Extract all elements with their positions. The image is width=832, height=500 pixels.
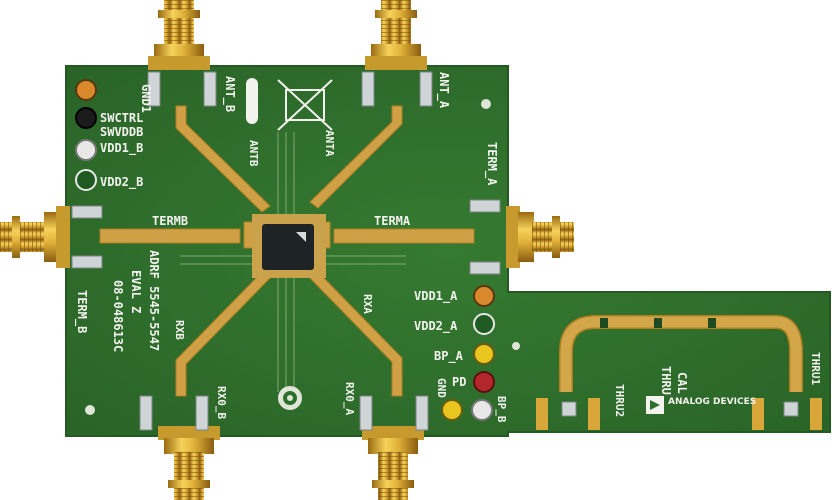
label-swctrl: SWCTRL <box>100 111 143 125</box>
label-term-a: TERM_A <box>484 142 499 186</box>
sma-connector-rx0-a <box>362 426 424 500</box>
label-antb: ANTB <box>247 140 260 167</box>
label-pd: PD <box>452 375 466 389</box>
label-thru2: THRU2 <box>613 384 626 417</box>
label-gnd1: GND1 <box>139 84 153 113</box>
label-anta: ANTA <box>323 130 336 157</box>
sma-connector-ant-b <box>148 0 210 70</box>
label-thru: THRU <box>659 366 673 395</box>
connector-tabs <box>71 71 501 431</box>
label-rxa: RXA <box>361 294 374 314</box>
control-traces <box>180 132 406 392</box>
label-vdd1-a: VDD1_A <box>414 289 458 304</box>
label-bp-a: BP_A <box>434 349 464 364</box>
label-code: 08-048613C <box>111 280 125 352</box>
label-cal: CAL <box>675 372 689 394</box>
mounting-holes <box>85 99 520 415</box>
sma-connector-rx0-b <box>158 426 220 500</box>
sma-connector-term-b <box>0 206 70 268</box>
label-rx0-b: RX0_B <box>215 386 228 419</box>
label-vdd2-a: VDD2_A <box>414 319 458 334</box>
weee-icon <box>277 79 333 131</box>
sma-connector-ant-a <box>365 0 427 70</box>
label-termb: TERMB <box>152 214 188 228</box>
test-points <box>75 79 495 421</box>
label-swvddb: SWVDDB <box>100 125 143 139</box>
label-gnd: GND <box>435 378 448 398</box>
label-thru1: THRU1 <box>809 352 822 385</box>
label-ant-a: ANT_A <box>436 72 451 109</box>
label-vdd2-b: VDD2_B <box>100 175 143 190</box>
thru-cal-pads <box>536 318 822 430</box>
label-bp-b: BP_B <box>495 396 508 423</box>
label-rxb: RXB <box>173 320 186 340</box>
label-eval: EVAL Z <box>129 270 143 313</box>
label-ant-b: ANT_B <box>222 76 237 112</box>
brand-text: ANALOG DEVICES <box>668 397 756 407</box>
label-term-b: TERM_B <box>74 290 89 333</box>
label-part: ADRF 5545-5547 <box>147 250 161 351</box>
label-vdd1-b: VDD1_B <box>100 141 143 156</box>
rf-traces <box>99 105 803 397</box>
switch-ic <box>252 214 326 278</box>
label-rx0-a: RX0_A <box>343 382 356 415</box>
silkscreen-labels: GND1 ANT_B ANT_A SWCTRL SWVDDB VDD1_B VD… <box>74 72 822 423</box>
analog-devices-logo: ANALOG DEVICES <box>646 396 756 414</box>
label-terma: TERMA <box>374 214 411 228</box>
silk-bar <box>246 78 258 124</box>
sma-connector-term-a <box>506 206 574 268</box>
